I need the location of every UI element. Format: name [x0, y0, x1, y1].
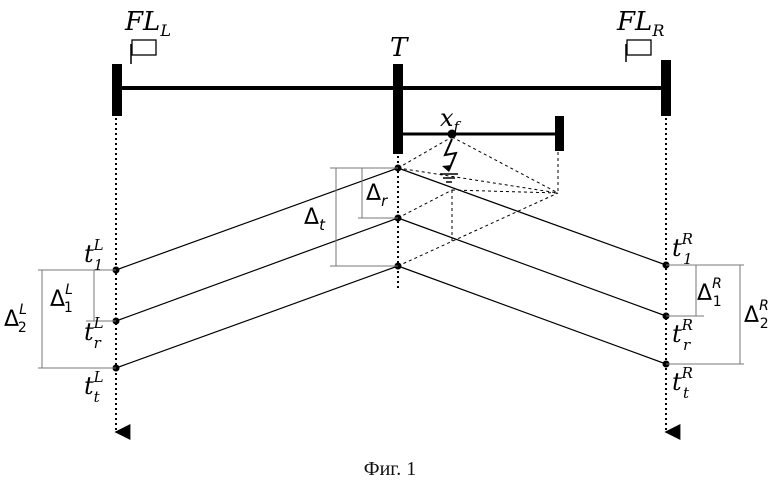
figure-caption: Фиг. 1	[0, 458, 780, 481]
wave-left-t	[116, 266, 398, 368]
label-delta1-left: ΔL1	[50, 282, 73, 316]
label-tt-right: tRt	[672, 364, 693, 402]
line-structure	[112, 60, 671, 154]
ground-icon	[440, 174, 458, 182]
label-delta2-right: ΔR2	[744, 298, 769, 332]
label-tt-left: tLt	[84, 368, 104, 406]
tap-busbar	[393, 64, 403, 154]
wave-left-r	[116, 218, 398, 321]
left-busbar	[112, 64, 122, 116]
label-delta-t: Δt	[304, 205, 326, 234]
wave-left-1	[116, 168, 398, 270]
label-tap: T	[390, 33, 409, 63]
flag-right-icon	[626, 40, 651, 62]
label-delta1-right: ΔR1	[697, 276, 722, 310]
right-busbar	[661, 60, 671, 116]
label-tr-right: tRr	[672, 316, 693, 354]
label-delta-r: Δr	[366, 181, 388, 210]
label-t1-left: tL1	[84, 236, 104, 274]
time-axes	[116, 118, 666, 432]
wave-right-r	[398, 218, 666, 316]
label-t1-right: tR1	[672, 230, 693, 268]
branch-end-busbar	[555, 116, 564, 151]
flag-left-icon	[131, 40, 156, 64]
fault-lightning-icon	[442, 139, 456, 172]
label-fl-right: FLR	[616, 7, 664, 40]
wave-right-1	[398, 168, 666, 265]
label-fl-left: FLL	[124, 7, 171, 40]
label-delta2-left: ΔL2	[4, 302, 27, 336]
wave-right-t	[398, 266, 666, 364]
wave-lines	[116, 168, 666, 368]
label-tr-left: tLr	[84, 314, 104, 352]
label-fault: xf	[440, 104, 462, 136]
